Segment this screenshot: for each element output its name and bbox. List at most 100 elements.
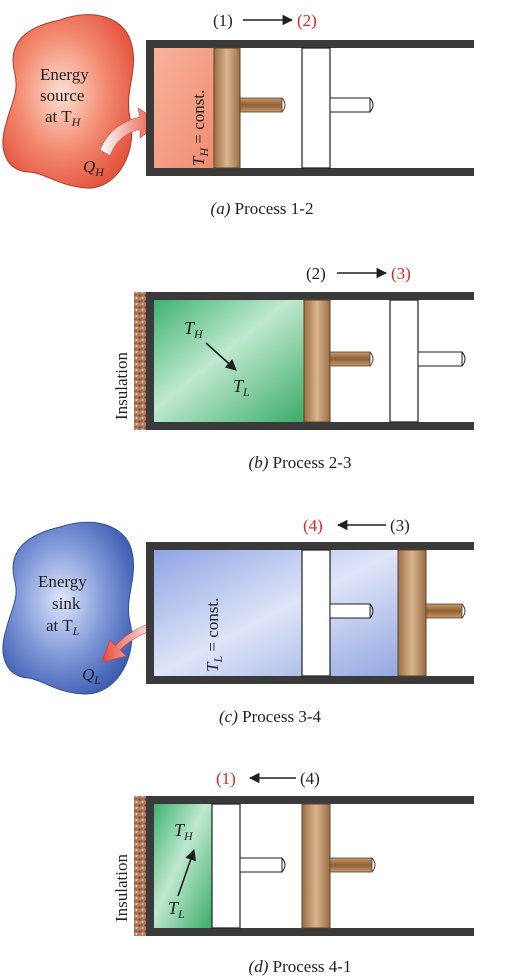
temp-low-t: T xyxy=(168,898,180,918)
q-text: Q xyxy=(83,157,95,176)
ghost-piston xyxy=(389,299,419,423)
ghost-rod xyxy=(239,857,283,873)
temp-high-t: T xyxy=(184,318,196,338)
gas-temp-sub: H xyxy=(197,147,211,158)
gas-temp-t: T xyxy=(189,155,208,166)
cylinder-bottom-wall xyxy=(154,168,474,176)
cylinder-head xyxy=(146,40,154,176)
gas-temp-rest: = const. xyxy=(203,598,222,656)
temp-high-sub: H xyxy=(193,327,204,341)
temp-low-sub: L xyxy=(177,907,185,921)
piston-rod xyxy=(425,603,463,619)
caption-d: (d) Process 4-1 xyxy=(249,957,352,976)
caption-c-text: Process 3-4 xyxy=(238,707,322,726)
state-label-3: (3) xyxy=(391,264,411,283)
gas-temp-rest: = const. xyxy=(189,90,208,148)
caption-b: (b) Process 2-3 xyxy=(249,453,352,472)
ghost-piston xyxy=(211,803,241,929)
insulation-label: Insulation xyxy=(112,352,131,420)
ghost-rod-break xyxy=(461,351,466,367)
temp-low-t: T xyxy=(233,376,245,396)
source-temp-sub: H xyxy=(71,115,82,129)
panel-d: (1) (4) Insulation TH TL (d) Process 4-1 xyxy=(112,769,474,976)
cylinder-head xyxy=(146,796,154,936)
q-sub: H xyxy=(94,165,105,179)
state-label-2: (2) xyxy=(306,264,326,283)
gas-temp-t: T xyxy=(203,661,222,672)
panel-a: (1) (2) Energy source at TH QH TH = cons… xyxy=(2,11,474,218)
temperature-rise-arrow xyxy=(177,848,196,897)
insulation-layer xyxy=(134,292,146,430)
source-label-line1: Energy xyxy=(40,65,89,84)
temperature-drop-arrow xyxy=(205,342,237,371)
caption-a-letter: (a) xyxy=(211,199,231,218)
ghost-piston xyxy=(301,47,331,169)
temp-low-sub: L xyxy=(242,385,250,399)
sink-temp-sub: L xyxy=(72,624,80,638)
cylinder-bottom-wall xyxy=(154,928,474,936)
caption-d-letter: (d) xyxy=(249,957,269,976)
panel-c: (4) (3) Energy sink at TL QL TL = const.… xyxy=(2,516,474,726)
cylinder-bottom-wall xyxy=(154,422,474,430)
ghost-rod-break xyxy=(369,97,374,113)
state-label-1: (1) xyxy=(216,769,236,788)
rod-break xyxy=(371,857,376,873)
source-temp-text: at T xyxy=(45,107,72,126)
gas-temp-label: TL = const. xyxy=(203,598,225,672)
ghost-piston xyxy=(301,549,331,677)
cylinder-top-wall xyxy=(154,292,474,300)
insulation-layer xyxy=(134,796,146,936)
heat-q-label: QH xyxy=(83,157,105,179)
q-sub: L xyxy=(93,673,101,687)
temp-low-label: TL xyxy=(168,898,185,921)
ghost-rod xyxy=(417,351,463,367)
piston xyxy=(301,803,331,929)
state-label-4: (4) xyxy=(300,769,320,788)
heat-q-label: QL xyxy=(82,665,101,687)
ghost-rod-break xyxy=(369,603,374,619)
ghost-rod xyxy=(329,603,371,619)
temp-high-label: TH xyxy=(184,318,204,341)
heat-out-arrow xyxy=(101,619,161,663)
q-text: Q xyxy=(82,665,94,684)
piston xyxy=(303,299,331,423)
gas-temp-sub: L xyxy=(211,656,225,664)
state-label-1: (1) xyxy=(213,11,233,30)
piston xyxy=(397,549,427,677)
caption-b-letter: (b) xyxy=(249,453,269,472)
caption-a: (a) Process 1-2 xyxy=(211,199,314,218)
cylinder-top-wall xyxy=(154,542,474,550)
temp-high-t: T xyxy=(174,820,186,840)
sink-label-line2: sink xyxy=(52,594,81,613)
state-label-4: (4) xyxy=(303,516,323,535)
sink-label-line3: at TL xyxy=(46,616,80,638)
state-label-2: (2) xyxy=(297,11,317,30)
cylinder-top-wall xyxy=(154,796,474,804)
ghost-rod xyxy=(329,97,371,113)
caption-a-text: Process 1-2 xyxy=(230,199,313,218)
sink-temp-text: at T xyxy=(46,616,73,635)
rod-break xyxy=(461,603,466,619)
piston xyxy=(213,47,241,169)
rod-break xyxy=(281,97,286,113)
source-label-line3: at TH xyxy=(45,107,82,129)
cylinder-head xyxy=(146,542,154,684)
caption-b-text: Process 2-3 xyxy=(268,453,351,472)
caption-c-letter: (c) xyxy=(219,707,238,726)
source-label-line2: source xyxy=(40,86,84,105)
cylinder-bottom-wall xyxy=(154,676,474,684)
energy-source-blob xyxy=(2,14,134,189)
cylinder-head xyxy=(146,292,154,430)
hot-gas-region xyxy=(154,48,214,168)
compressed-gas-region xyxy=(154,804,212,928)
temp-low-label: TL xyxy=(233,376,250,399)
cylinder-top-wall xyxy=(154,40,474,48)
ghost-rod-break xyxy=(281,857,286,873)
temp-high-label: TH xyxy=(174,820,194,843)
state-label-3: (3) xyxy=(390,516,410,535)
rod-break xyxy=(369,351,374,367)
insulation-label: Insulation xyxy=(112,854,131,922)
gas-temp-label: TH = const. xyxy=(189,90,211,166)
caption-d-text: Process 4-1 xyxy=(268,957,351,976)
